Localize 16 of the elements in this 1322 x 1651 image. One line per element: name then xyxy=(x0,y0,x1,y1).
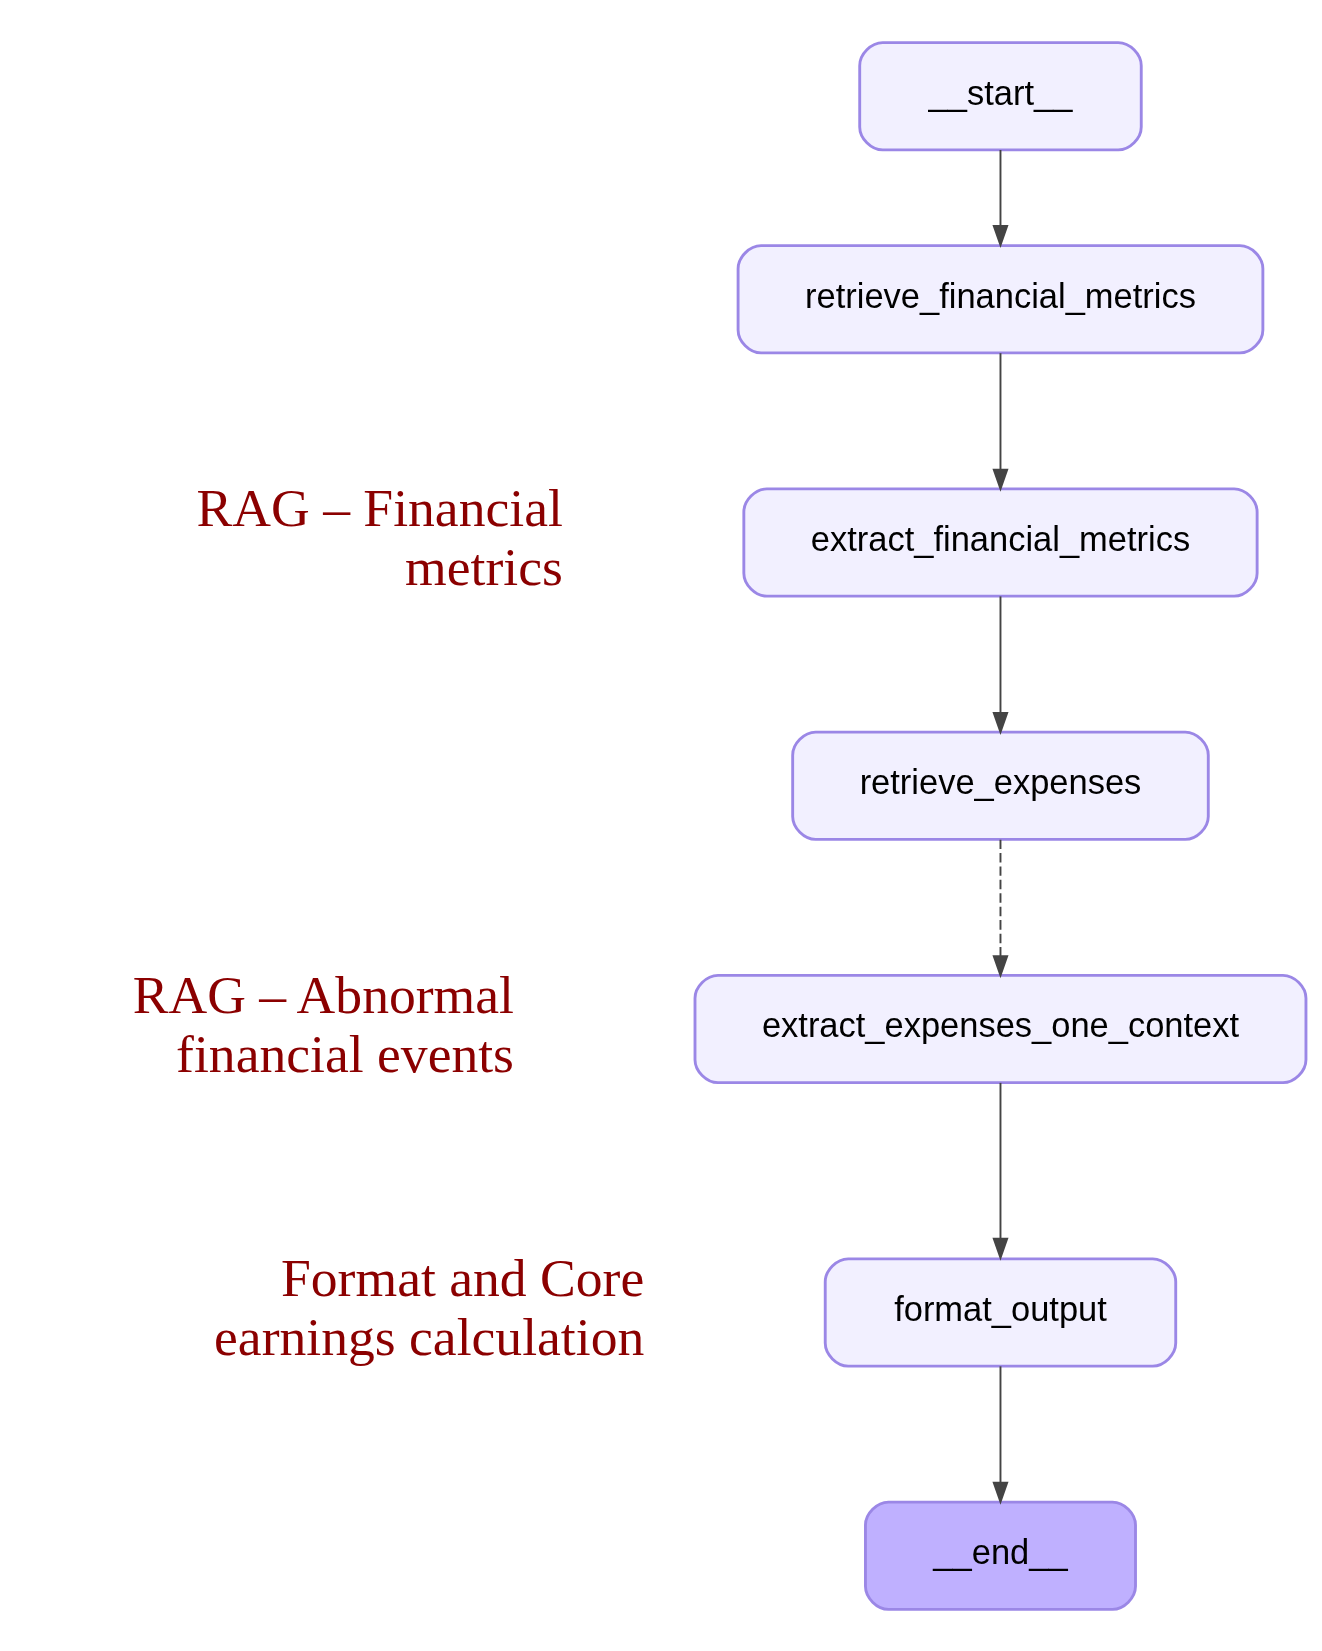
node-box: __end__ xyxy=(864,1500,1137,1611)
arrow xyxy=(992,148,1009,248)
arrow xyxy=(992,1081,1009,1261)
label: Format and Core earnings calculation xyxy=(214,1247,645,1367)
arrow xyxy=(992,594,1009,735)
label: RAG – Financial metrics xyxy=(196,477,563,597)
arrow xyxy=(992,1364,1009,1505)
arrow xyxy=(992,838,1009,978)
node-box: format_output xyxy=(823,1256,1178,1368)
label: RAG – Abnormal financial events xyxy=(132,964,514,1084)
node-box: __start__ xyxy=(858,40,1143,151)
node-box: extract_expenses_one_context xyxy=(693,973,1308,1084)
node-box: extract_financial_metrics xyxy=(742,487,1259,598)
arrow xyxy=(992,351,1009,492)
node-box: retrieve_financial_metrics xyxy=(736,243,1265,354)
node-box: retrieve_expenses xyxy=(791,730,1210,841)
